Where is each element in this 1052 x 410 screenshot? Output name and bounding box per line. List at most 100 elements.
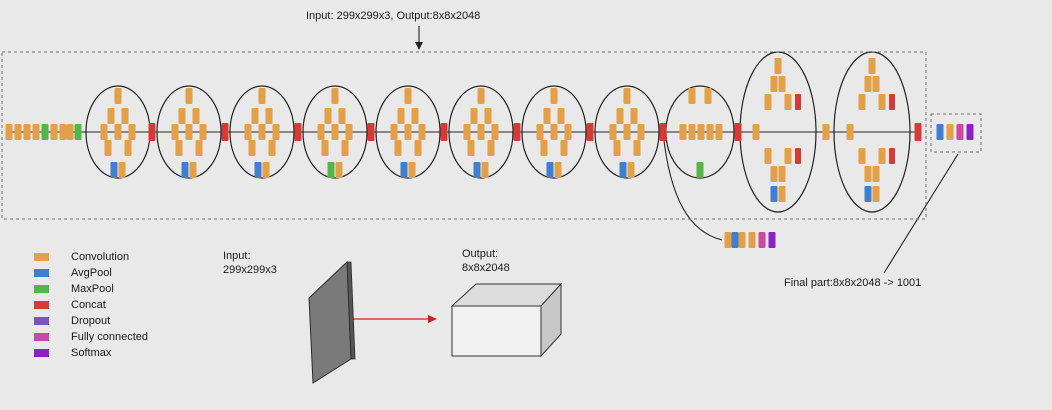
conv-block	[331, 124, 339, 140]
conv-block	[411, 108, 419, 124]
conv-block	[484, 108, 492, 124]
conv-block	[124, 140, 132, 156]
conv-block	[858, 94, 866, 110]
final-part-frame	[930, 113, 982, 153]
conv-block	[404, 124, 412, 140]
output-box-front	[451, 305, 542, 357]
conv-block	[554, 162, 562, 178]
input-slab	[308, 260, 352, 384]
conv-block	[107, 108, 115, 124]
avgpool-block	[864, 186, 872, 202]
maxpool-block	[696, 162, 704, 178]
conv-block	[946, 124, 954, 140]
conv-block	[550, 88, 558, 104]
output-shape-label: 8x8x2048	[462, 262, 510, 274]
conv-block	[178, 108, 186, 124]
arrow-head	[428, 315, 437, 323]
conv-block	[404, 88, 412, 104]
conv-block	[481, 162, 489, 178]
conv-block	[487, 140, 495, 156]
maxpool-block	[327, 162, 335, 178]
legend-swatch-concat	[34, 301, 49, 309]
conv-block	[637, 124, 645, 140]
conv-block	[784, 94, 792, 110]
conv-block	[345, 124, 353, 140]
conv-block	[251, 108, 259, 124]
top-caption: Input: 299x299x3, Output:8x8x2048	[306, 10, 481, 22]
legend-label-softmax: Softmax	[71, 347, 112, 359]
conv-block	[185, 88, 193, 104]
conv-block	[774, 58, 782, 74]
concat-block	[889, 94, 895, 110]
legend-swatch-convolution	[34, 253, 49, 261]
conv-block	[262, 162, 270, 178]
conv-block	[59, 124, 67, 140]
conv-block	[118, 162, 126, 178]
conv-block	[748, 232, 756, 248]
conv-block	[467, 140, 475, 156]
avgpool-block	[619, 162, 627, 178]
conv-block	[171, 124, 179, 140]
legend-swatch-fully-connected	[34, 333, 49, 341]
conv-block	[878, 94, 886, 110]
conv-block	[560, 140, 568, 156]
conv-block	[341, 140, 349, 156]
concat-block	[294, 123, 302, 141]
aux-branch	[662, 131, 723, 241]
legend-item-softmax: Softmax	[34, 345, 111, 361]
legend-label-maxpool: MaxPool	[71, 283, 114, 295]
legend-label-concat: Concat	[71, 299, 106, 311]
conv-block	[846, 124, 854, 140]
concat-block	[795, 94, 801, 110]
conv-block	[679, 124, 687, 140]
conv-block	[778, 166, 786, 182]
conv-block	[540, 140, 548, 156]
legend-item-concat: Concat	[34, 297, 106, 313]
conv-block	[623, 88, 631, 104]
conv-block	[258, 88, 266, 104]
concat-block	[659, 123, 667, 141]
module-outline	[521, 85, 587, 179]
arrow-head	[415, 42, 423, 50]
conv-block	[418, 124, 426, 140]
conv-block	[470, 108, 478, 124]
conv-block	[752, 124, 760, 140]
conv-block	[878, 148, 886, 164]
avgpool-block	[110, 162, 118, 178]
conv-block	[408, 162, 416, 178]
conv-block	[536, 124, 544, 140]
avgpool-block	[181, 162, 189, 178]
conv-block	[764, 94, 772, 110]
conv-block	[128, 124, 136, 140]
conv-block	[100, 124, 108, 140]
conv-block	[175, 140, 183, 156]
conv-block	[697, 124, 705, 140]
fc-block	[956, 124, 964, 140]
conv-block	[627, 162, 635, 178]
maxpool-block	[41, 124, 49, 140]
conv-block	[864, 76, 872, 92]
conv-block	[630, 108, 638, 124]
legend-swatch-dropout	[34, 317, 49, 325]
conv-block	[557, 108, 565, 124]
concat-block	[586, 123, 594, 141]
conv-block	[764, 148, 772, 164]
conv-block	[394, 140, 402, 156]
conv-block	[185, 124, 193, 140]
conv-block	[14, 124, 22, 140]
diagram-annotations	[1, 42, 982, 384]
legend-item-dropout: Dropout	[34, 313, 110, 329]
legend-label-dropout: Dropout	[71, 315, 111, 327]
input-slab-side	[346, 261, 356, 360]
avgpool-block	[473, 162, 481, 178]
avgpool-block	[254, 162, 262, 178]
conv-block	[121, 108, 129, 124]
legend-swatch-avgpool	[34, 269, 49, 277]
legend-item-maxpool: MaxPool	[34, 281, 114, 297]
conv-block	[688, 88, 696, 104]
legend-item-avgpool: AvgPool	[34, 265, 112, 281]
conv-block	[715, 124, 723, 140]
conv-block	[706, 124, 714, 140]
